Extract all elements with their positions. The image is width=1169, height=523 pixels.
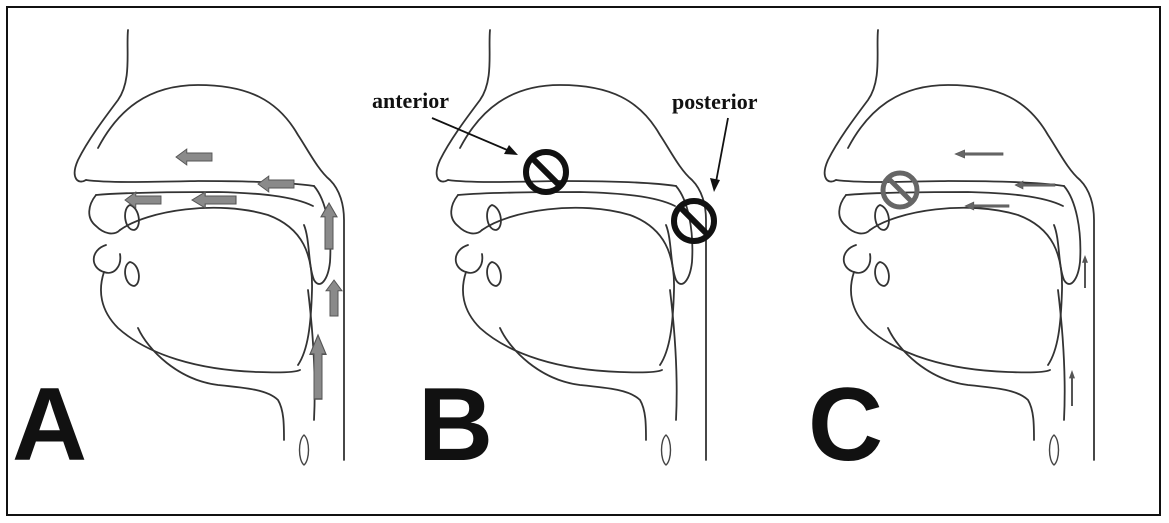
anterior-block-no-entry-icon <box>883 173 917 207</box>
head-outline-a <box>75 30 344 465</box>
anterior-block-no-entry-icon <box>526 152 566 192</box>
posterior-label: posterior <box>672 89 758 114</box>
posterior-pointer <box>710 118 728 192</box>
panel-c: C <box>808 30 1094 483</box>
flow-arrow-icon <box>1069 370 1075 406</box>
panel-letter-c: C <box>808 367 883 483</box>
flow-arrow-icon <box>1015 181 1055 189</box>
flow-arrow-icon <box>955 150 1003 158</box>
panel-letter-a: A <box>12 367 87 483</box>
panel-letter-b: B <box>418 367 493 483</box>
flow-arrow-icon <box>326 280 342 316</box>
flow-arrow-icon <box>192 192 236 208</box>
flow-arrow-icon <box>176 149 212 165</box>
panel-b: anterior posterior B <box>372 30 758 483</box>
panel-a: A <box>12 30 344 483</box>
posterior-block-no-entry-icon <box>674 201 714 241</box>
flow-arrow-icon <box>258 176 294 192</box>
flow-arrow-icon <box>1082 255 1088 288</box>
flow-arrow-icon <box>321 203 337 249</box>
anterior-label: anterior <box>372 88 449 113</box>
